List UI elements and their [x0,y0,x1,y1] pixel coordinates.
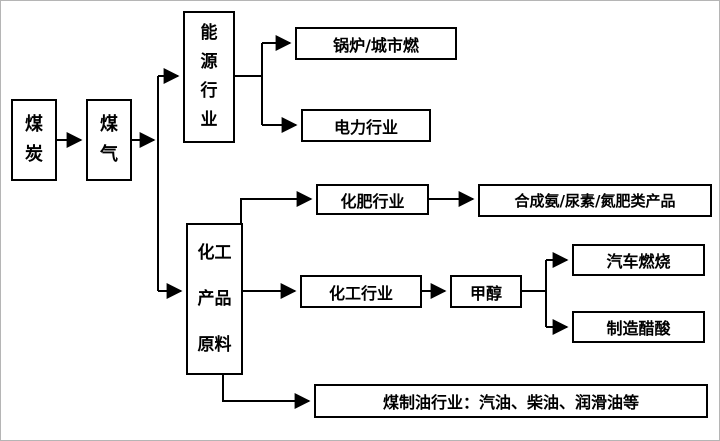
node-coal-gas: 煤 气 [86,99,132,181]
node-fertilizer-products: 合成氨/尿素/氮肥类产品 [478,184,712,217]
node-chemical-industry: 化工行业 [300,275,422,308]
node-coal: 煤 炭 [11,99,57,181]
node-fertilizer-industry: 化肥行业 [316,184,429,215]
node-boiler-city-gas: 锅炉/城市燃 [295,27,457,60]
node-automobile-combustion: 汽车燃烧 [572,244,705,276]
node-coal-to-oil-industry: 煤制油行业：汽油、柴油、润滑油等 [314,384,708,418]
connector-chemraw-to-fertilizer [240,191,313,223]
node-acetic-acid-manufacturing: 制造醋酸 [572,311,705,343]
node-methanol: 甲醇 [450,275,522,308]
node-power-industry: 电力行业 [301,109,431,142]
node-chemical-raw-material: 化工 产品 原料 [186,223,243,375]
node-energy-industry: 能 源 行 业 [183,11,235,143]
connector-chemraw-to-coaltooil [222,375,311,409]
